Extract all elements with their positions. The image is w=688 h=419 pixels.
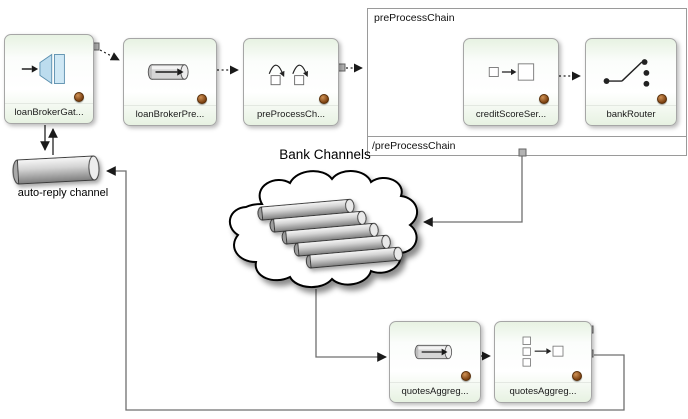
node-label: quotesAggreg...	[495, 382, 591, 402]
port-channel-output[interactable]	[337, 63, 346, 72]
spring-bean-icon	[572, 371, 582, 381]
chain-header-label: preProcessChain	[374, 12, 455, 24]
node-quotes-aggregator[interactable]: quotesAggreg...	[494, 321, 592, 403]
spring-bean-icon	[657, 94, 667, 104]
chain-footer-label: /preProcessChain	[368, 136, 686, 155]
connector-chain-to-cloud	[423, 156, 523, 227]
channel-pipe	[281, 222, 379, 245]
connector-cloud-to-quoteschannel	[315, 289, 387, 362]
channel-icon	[147, 64, 189, 80]
node-loan-broker-preprocessor[interactable]: loanBrokerPre...	[123, 38, 217, 126]
chain-icon	[268, 64, 308, 86]
node-loan-broker-gateway[interactable]: loanBrokerGat...	[4, 34, 94, 124]
spring-bean-icon	[539, 94, 549, 104]
node-label: preProcessCh...	[244, 105, 338, 125]
node-label: creditScoreSer...	[464, 105, 558, 125]
bank-channels-label: Bank Channels	[279, 147, 371, 162]
node-label: loanBrokerPre...	[124, 105, 216, 125]
connector-gateway-to-preprocessor	[99, 49, 120, 61]
bank-channels-cloud[interactable]	[228, 170, 419, 288]
aggregator-icon	[522, 336, 564, 367]
gateway-icon	[21, 53, 65, 85]
spring-bean-icon	[319, 94, 329, 104]
connector-aggregator-to-autoreply	[106, 166, 625, 411]
cloud-channel-pipes	[257, 198, 403, 269]
port-chain-output[interactable]	[518, 148, 527, 157]
channel-pipe	[305, 246, 403, 269]
channel-icon	[414, 344, 453, 360]
node-bank-router[interactable]: bankRouter	[585, 38, 677, 126]
node-label: bankRouter	[586, 105, 676, 125]
node-credit-score-service[interactable]: creditScoreSer...	[463, 38, 559, 126]
node-label: quotesAggreg...	[390, 382, 480, 402]
auto-reply-channel-pipe[interactable]	[12, 155, 100, 185]
spring-bean-icon	[197, 94, 207, 104]
service-activator-icon	[488, 63, 535, 81]
node-quotes-channel[interactable]: quotesAggreg...	[389, 321, 481, 403]
auto-reply-channel-label: auto-reply channel	[17, 187, 109, 199]
node-label: loanBrokerGat...	[5, 103, 93, 123]
router-icon	[603, 59, 650, 87]
spring-bean-icon	[74, 92, 84, 102]
node-pre-process-channel[interactable]: preProcessCh...	[243, 38, 339, 126]
spring-bean-icon	[461, 371, 471, 381]
